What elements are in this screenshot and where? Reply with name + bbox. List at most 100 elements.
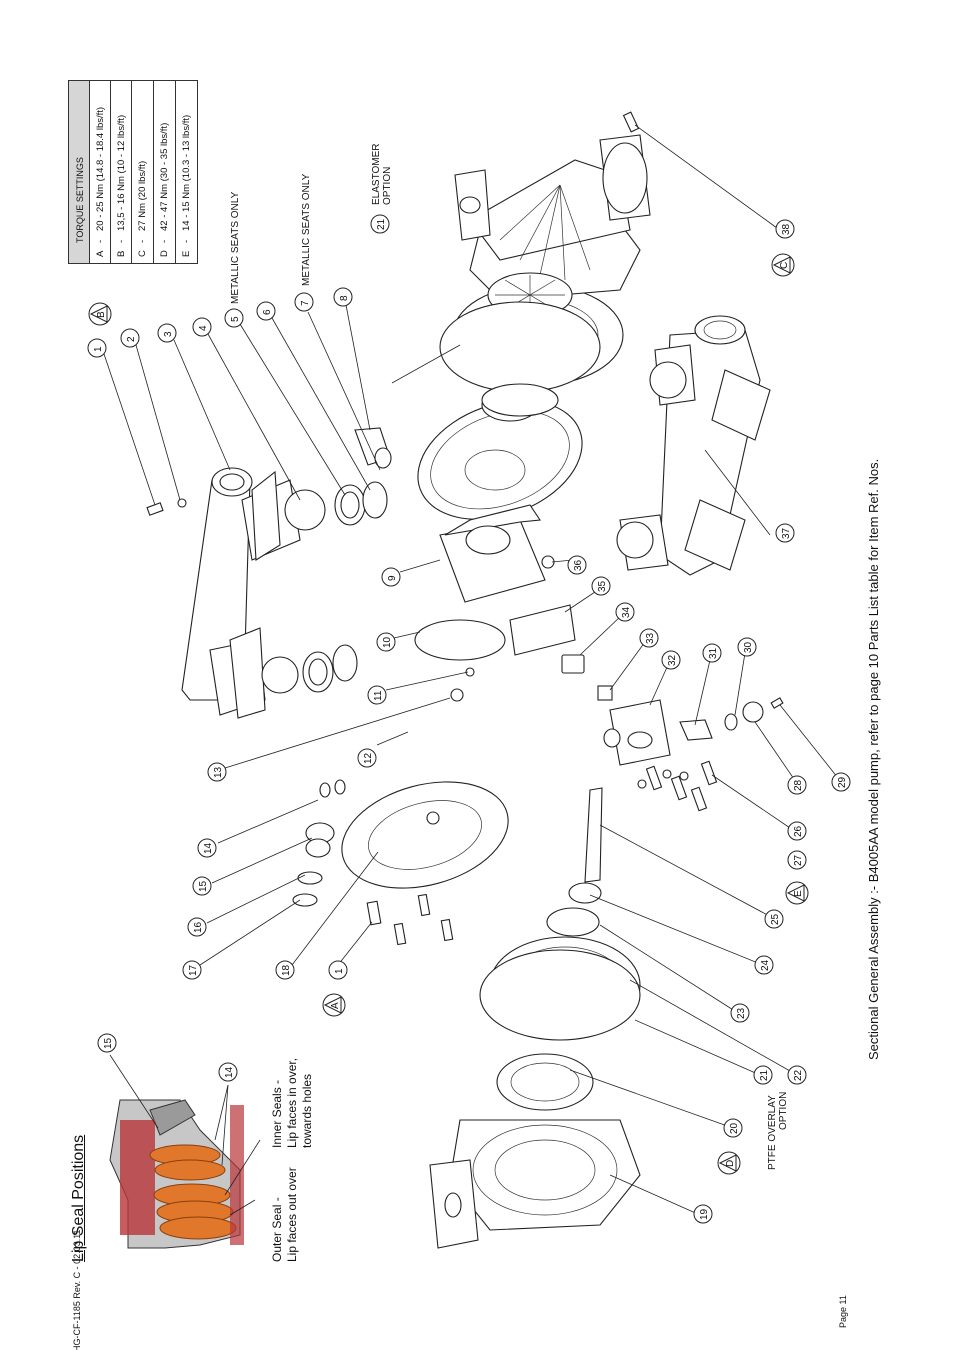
callout-22: 22 xyxy=(787,1065,807,1085)
torque-flag-b: B xyxy=(88,302,112,326)
svg-text:A: A xyxy=(330,1002,341,1009)
svg-text:17: 17 xyxy=(188,964,199,976)
svg-text:38: 38 xyxy=(781,223,792,235)
torque-settings-table: TORQUE SETTINGS A - 20 - 25 Nm (14.8 - 1… xyxy=(68,80,198,264)
svg-text:36: 36 xyxy=(573,559,584,571)
callout-lip-15: 15 xyxy=(97,1033,117,1053)
callout-1: 1 xyxy=(87,338,107,358)
valve-assembly xyxy=(584,697,784,883)
callout-29: 29 xyxy=(831,772,851,792)
callout-4: 4 xyxy=(192,317,212,337)
svg-text:8: 8 xyxy=(339,295,350,301)
callout-21-lower: 21 xyxy=(753,1065,773,1085)
svg-text:14: 14 xyxy=(224,1066,235,1078)
callout-7: 7 xyxy=(294,292,314,312)
callout-1-lower: 1 xyxy=(328,960,348,980)
svg-text:24: 24 xyxy=(760,959,771,971)
torque-flag-e: E xyxy=(785,881,809,905)
svg-text:3: 3 xyxy=(163,331,174,337)
svg-text:30: 30 xyxy=(743,641,754,653)
callout-32: 32 xyxy=(661,650,681,670)
svg-text:14: 14 xyxy=(203,842,214,854)
torque-flags: B A D E C xyxy=(88,253,809,1175)
svg-text:11: 11 xyxy=(373,690,384,701)
svg-text:2: 2 xyxy=(126,336,137,342)
svg-text:9: 9 xyxy=(387,575,398,581)
lip-seal-illustration xyxy=(109,1054,261,1249)
callout-3: 3 xyxy=(157,323,177,343)
svg-text:28: 28 xyxy=(793,779,804,791)
callout-9: 9 xyxy=(381,567,401,587)
callout-28: 28 xyxy=(787,775,807,795)
callout-19: 19 xyxy=(693,1204,713,1224)
svg-text:15: 15 xyxy=(198,880,209,892)
svg-text:18: 18 xyxy=(281,964,292,976)
callout-lip-14: 14 xyxy=(218,1062,238,1082)
callout-24: 24 xyxy=(754,955,774,975)
callout-38: 38 xyxy=(775,219,795,239)
top-housing xyxy=(439,111,651,417)
callout-36: 36 xyxy=(567,555,587,575)
svg-text:23: 23 xyxy=(736,1007,747,1019)
svg-text:C: C xyxy=(779,262,790,269)
callout-16: 16 xyxy=(187,917,207,937)
callout-20: 20 xyxy=(723,1118,743,1138)
callout-31: 31 xyxy=(702,643,722,663)
callout-10: 10 xyxy=(376,632,396,652)
callout-8: 8 xyxy=(333,287,353,307)
callout-33: 33 xyxy=(639,628,659,648)
callout-12: 12 xyxy=(357,748,377,768)
torque-flag-a: A xyxy=(322,993,346,1017)
svg-text:B: B xyxy=(96,311,107,318)
callout-13: 13 xyxy=(207,762,227,782)
callout-37: 37 xyxy=(775,523,795,543)
callout-35: 35 xyxy=(591,576,611,596)
callout-18: 18 xyxy=(275,960,295,980)
callout-27: 27 xyxy=(787,850,807,870)
svg-text:32: 32 xyxy=(667,654,678,666)
svg-text:12: 12 xyxy=(363,752,374,764)
svg-text:20: 20 xyxy=(729,1122,740,1134)
svg-text:26: 26 xyxy=(793,825,804,837)
svg-text:25: 25 xyxy=(770,913,781,925)
callout-2: 2 xyxy=(120,328,140,348)
callout-26: 26 xyxy=(787,821,807,841)
manifold-top xyxy=(146,427,392,719)
lower-housing xyxy=(292,779,641,1249)
callout-11: 11 xyxy=(367,685,387,705)
torque-heading-cell xyxy=(69,81,89,263)
svg-text:33: 33 xyxy=(645,632,656,644)
callout-14: 14 xyxy=(197,838,217,858)
callout-bubbles: 1 2 3 4 5 6 7 8 9 10 11 12 13 14 15 16 1… xyxy=(87,214,851,1224)
callout-34: 34 xyxy=(615,602,635,622)
svg-text:19: 19 xyxy=(699,1208,710,1220)
svg-text:22: 22 xyxy=(793,1069,804,1081)
callout-21-upper: 21 xyxy=(370,214,390,234)
torque-flag-d: D xyxy=(717,1151,741,1175)
svg-text:4: 4 xyxy=(198,325,209,331)
callout-25: 25 xyxy=(764,909,784,929)
svg-text:1: 1 xyxy=(334,968,345,974)
callout-23: 23 xyxy=(730,1003,750,1023)
manifold-bottom xyxy=(616,315,771,576)
svg-text:37: 37 xyxy=(781,527,792,539)
callout-30: 30 xyxy=(737,637,757,657)
leader-lines xyxy=(103,124,839,1216)
svg-text:31: 31 xyxy=(708,647,719,659)
svg-text:29: 29 xyxy=(837,776,848,788)
svg-text:5: 5 xyxy=(230,316,241,322)
svg-text:10: 10 xyxy=(382,636,393,648)
svg-text:35: 35 xyxy=(597,580,608,592)
callout-17: 17 xyxy=(182,960,202,980)
callout-15: 15 xyxy=(192,876,212,896)
svg-text:E: E xyxy=(793,890,804,897)
svg-text:D: D xyxy=(725,1160,736,1167)
svg-text:21: 21 xyxy=(759,1069,770,1081)
svg-text:1: 1 xyxy=(93,346,104,352)
svg-text:21: 21 xyxy=(376,218,387,230)
callout-6: 6 xyxy=(256,301,276,321)
svg-text:34: 34 xyxy=(621,606,632,618)
torque-flag-c: C xyxy=(771,253,795,277)
svg-text:7: 7 xyxy=(300,300,311,306)
